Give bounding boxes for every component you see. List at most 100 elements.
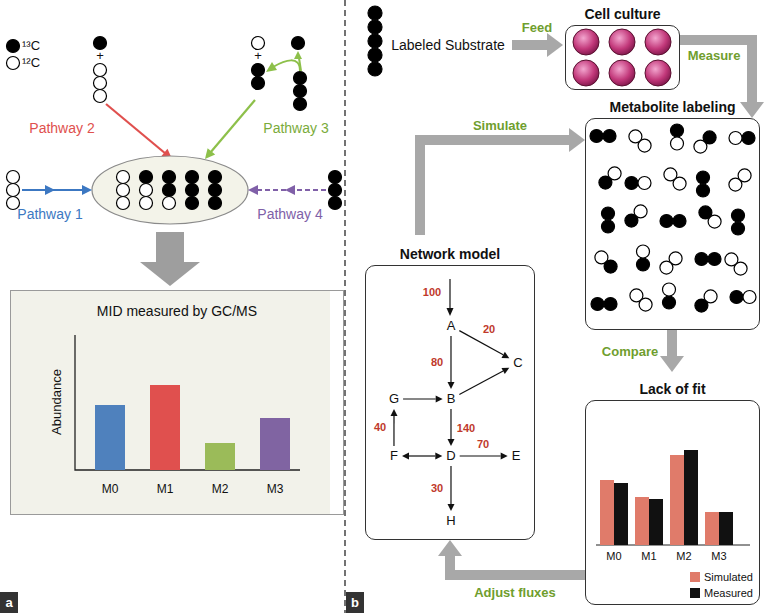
carbon-atom [591,298,604,311]
carbon-atom [625,177,638,190]
flux-value: 140 [456,422,476,435]
arrowhead [436,396,443,403]
drawing-ellipse [92,156,248,224]
step-label: Compare [602,345,658,360]
adjust-arrow [438,540,585,575]
drawing-circle [209,171,222,184]
arrowhead [447,382,454,389]
arrowhead [501,453,508,460]
arrowhead [438,540,462,556]
drawing-polygon [447,308,454,316]
box-heading: Lack of fit [639,381,705,397]
carbon-atom [638,177,651,190]
arrowhead [447,439,454,446]
panel-letter: a [0,592,18,613]
flux-arrow [460,453,508,460]
drawing-rect [95,405,125,470]
drawing-circle [368,20,382,34]
drawing-circle [609,60,635,86]
panel-letter: b [346,592,364,613]
drawing-polygon [266,62,277,72]
node-letter: B [447,391,456,406]
flux-arrow [447,466,454,511]
metabolite-node: A [445,318,458,334]
carbon-atom [604,298,617,311]
node-letter: A [447,318,456,333]
carbon-atom [637,245,650,258]
arrowhead [660,356,684,372]
drawing-circle [140,197,153,210]
connector-line [459,371,503,395]
drawing-g [573,29,671,86]
flux-arrow [403,396,443,403]
simulate-arrow [420,128,585,235]
connector-line [680,40,752,102]
carbon-atom [637,258,650,271]
drawing-circle [609,29,635,55]
node-letter: G [389,391,399,406]
flux-value: 30 [430,482,444,495]
metabolite-node: B [445,391,458,407]
plus-sign: + [254,49,262,64]
connector-line [450,556,585,575]
carbon-atom [729,132,742,145]
drawing-circle [94,64,107,77]
drawing-polygon [285,185,295,195]
drawing-rect [635,497,649,545]
flux-arrow [390,409,397,446]
axis-tick: M3 [267,483,284,497]
drawing-circle [573,60,599,86]
axis-tick: M1 [641,550,656,563]
carbon-atom [590,130,603,143]
drawing-line [449,279,450,309]
connector-line [450,409,451,439]
node-letter: E [512,448,521,463]
node-letter: H [446,513,455,528]
drawing-polygon [294,51,302,59]
drawing-circle [117,197,130,210]
carbon-atom [599,176,612,189]
flux-arrow [447,409,454,446]
step-label: Feed [522,21,552,36]
drawing-rect [649,499,663,545]
drawing-circle [7,171,20,184]
drawing-circle [94,90,107,103]
drawing-circle [209,184,222,197]
carbon-atom [602,220,615,233]
step-label: Measure [688,49,741,64]
legend-swatch [690,572,700,582]
drawing-circle [294,85,307,98]
drawing-circle [140,184,153,197]
arrowhead [740,102,764,118]
drawing-polygon [205,148,215,159]
connector-line [450,466,451,504]
drawing-rect [10,290,330,515]
connector-line [460,455,501,456]
arrowhead [447,504,454,511]
carbon-atom [730,291,743,304]
drawing-circle [368,34,382,48]
node-letter: F [390,448,398,463]
carbon-atom [732,209,745,222]
pathway-label: Pathway 4 [257,206,322,222]
connector-line [409,455,435,456]
metabolite-node: H [444,513,457,529]
drawing-rect [705,512,719,545]
drawing-circle [294,98,307,111]
connector-line [393,416,394,446]
labeled-metabolites [590,124,756,312]
drawing-circle [7,40,20,53]
legend-item: Measured [690,587,753,600]
drawing-polygon [248,185,258,195]
axis-tick: M3 [711,550,726,563]
metabolite-node: C [511,355,524,371]
axis-tick: M2 [676,550,691,563]
step-label: Adjust fluxes [474,586,556,601]
culture-box: Cell culture [565,25,680,90]
axis-tick: M0 [606,550,621,563]
flux-value: 100 [422,286,442,299]
arrowhead [390,409,397,416]
legend-text: Simulated [704,571,753,583]
carbon-atom [639,298,652,311]
legend-text: Measured [704,587,753,599]
